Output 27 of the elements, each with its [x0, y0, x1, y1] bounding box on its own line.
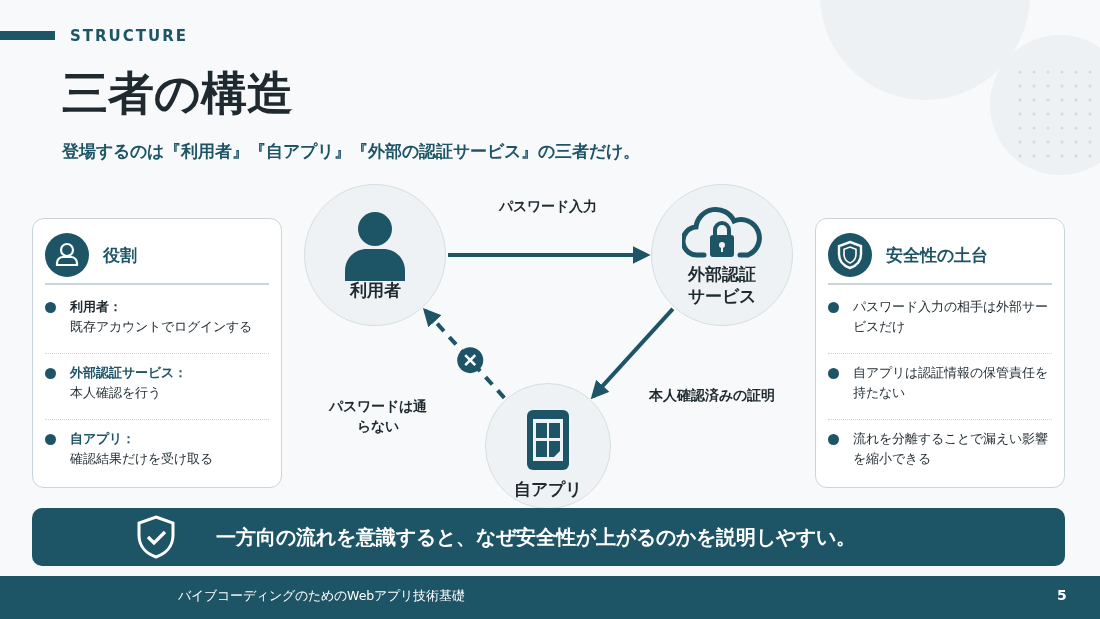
node-label: 外部認証サービス	[687, 263, 757, 308]
arrow	[590, 307, 675, 400]
page-number: 5	[1057, 587, 1067, 603]
term: 利用者：	[70, 298, 123, 316]
arrow	[448, 246, 651, 264]
dashed-arrow	[422, 307, 506, 400]
card-heading: 役割	[103, 243, 137, 267]
bullet-text: 流れを分離することで漏えい影響を縮小できる	[853, 430, 1049, 469]
footer-text: バイブコーディングのためのWebアプリ技術基礎	[178, 588, 466, 605]
term: 外部認証サービス：	[70, 364, 187, 382]
node-label: 自アプリ	[513, 478, 583, 501]
summary-banner	[32, 508, 1065, 566]
bullet-text: 自アプリは認証情報の保管責任を持たない	[853, 364, 1049, 403]
bullet-text: 本人確認を行う	[70, 384, 162, 403]
term: 自アプリ：	[70, 430, 136, 448]
bullet-text: 既存アカウントでログインする	[70, 318, 252, 337]
edge-label: パスワードは通らない	[328, 396, 428, 437]
section-label: STRUCTURE	[70, 27, 188, 45]
summary-text: 一方向の流れを意識すると、なぜ安全性が上がるのかを説明しやすい。	[216, 523, 856, 551]
card-heading: 安全性の土台	[886, 243, 988, 267]
info-card	[815, 218, 1065, 488]
bullet-text: パスワード入力の相手は外部サービスだけ	[853, 298, 1049, 337]
node-label: 利用者	[348, 279, 402, 302]
subtitle: 登場するのは『利用者』『自アプリ』『外部の認証サービス』の三者だけ。	[62, 140, 640, 163]
title: 三者の構造	[62, 66, 293, 122]
bullet-text: 確認結果だけを受け取る	[70, 450, 213, 469]
info-card	[32, 218, 282, 488]
